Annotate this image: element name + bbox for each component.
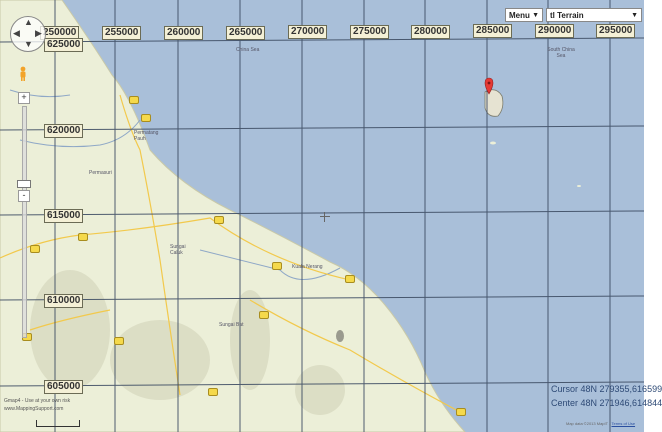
pegman-icon[interactable] (18, 66, 28, 82)
road-badge (114, 337, 124, 345)
grid-northing-label: 605000 (44, 380, 84, 394)
road-badge (30, 245, 40, 253)
grid-easting-label: 290000 (535, 24, 575, 38)
grid-easting-label: 295000 (596, 24, 636, 38)
place-label: Sungai Bat (219, 322, 244, 328)
place-label: South China Sea (547, 47, 575, 59)
zoom-in-button[interactable]: + (18, 92, 30, 104)
menu-button-label: Menu (509, 11, 530, 20)
location-pin-icon[interactable] (484, 77, 494, 95)
menu-button[interactable]: Menu ▼ (505, 8, 543, 22)
road-badge (78, 233, 88, 241)
chevron-down-icon: ▼ (532, 12, 539, 19)
pan-left-icon[interactable]: ◀ (13, 28, 20, 38)
cursor-readout: Cursor 48N 279355,616599 (551, 384, 662, 394)
road-badge (259, 311, 269, 319)
map-type-select[interactable]: tl Terrain ▼ (546, 8, 642, 22)
grid-easting-label: 280000 (411, 25, 451, 39)
zoom-slider-track[interactable] (22, 106, 27, 338)
scale-bar (36, 420, 80, 427)
grid-easting-label: 265000 (226, 26, 266, 40)
map-attribution: Map data ©2013 MapIT - Terms of Use (566, 421, 635, 426)
grid-northing-label: 620000 (44, 124, 84, 138)
grid-easting-label: 275000 (350, 25, 390, 39)
zoom-out-button[interactable]: - (18, 190, 30, 202)
map-data-text: Map data ©2013 MapIT - (566, 421, 611, 426)
grid-easting-label: 260000 (164, 26, 204, 40)
grid-easting-label: 285000 (473, 24, 513, 38)
road-badge (456, 408, 466, 416)
pan-up-icon[interactable]: ▲ (24, 17, 33, 27)
road-badge (208, 388, 218, 396)
road-badge (345, 275, 355, 283)
grid-easting-label: 270000 (288, 25, 328, 39)
place-label: Sungai Caluk (170, 244, 186, 256)
map-type-prefix: tl (550, 11, 555, 20)
terms-link[interactable]: Terms of Use (611, 421, 636, 426)
grid-easting-label: 255000 (102, 26, 142, 40)
grid-northing-label: 625000 (44, 38, 84, 52)
grid-northing-label: 610000 (44, 294, 84, 308)
place-label: Permasuri (89, 170, 112, 176)
place-label: China Sea (236, 47, 260, 53)
website-link[interactable]: www.MappingSupport.com (4, 406, 64, 412)
zoom-slider-handle[interactable] (17, 180, 31, 188)
road-badge (129, 96, 139, 104)
grid-northing-label: 615000 (44, 209, 84, 223)
place-label: Kuala Nerang (292, 264, 323, 270)
pan-control[interactable]: ▲ ◀ ▶ ▼ (10, 16, 46, 52)
place-label: Permatang Pauh (134, 130, 159, 142)
map-tiles (0, 0, 645, 432)
road-badge (141, 114, 151, 122)
disclaimer-text: Gmap4 - Use at your own risk (4, 398, 71, 404)
pan-down-icon[interactable]: ▼ (24, 39, 33, 49)
center-crosshair-icon (320, 212, 330, 222)
center-readout: Center 48N 271946,614844 (551, 398, 662, 408)
pan-right-icon[interactable]: ▶ (35, 28, 42, 38)
road-badge (272, 262, 282, 270)
chevron-down-icon: ▼ (631, 12, 638, 19)
road-badge (214, 216, 224, 224)
map-type-label: Terrain (557, 11, 584, 20)
